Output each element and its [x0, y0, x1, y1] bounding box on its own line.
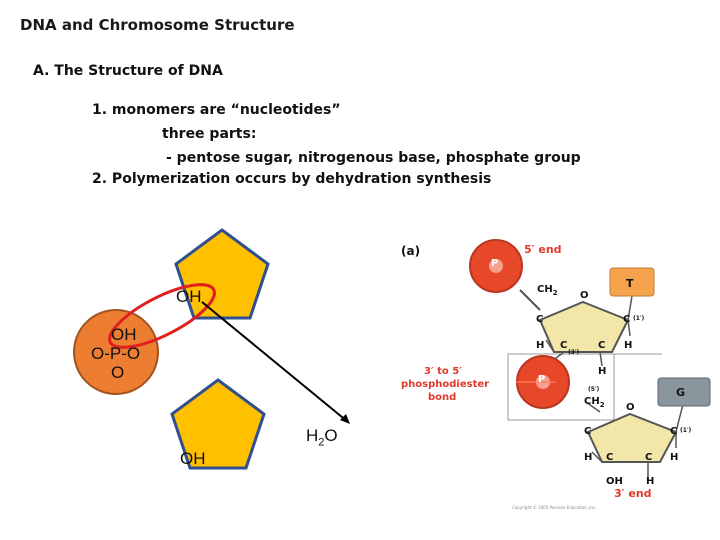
- atom-p-top: P: [491, 258, 499, 269]
- phosphate-circle: [73, 309, 159, 395]
- copyright-text: Copyright © 2005 Pearson Education, Inc.: [512, 505, 597, 510]
- label-phosphate-opo: O-P-O: [91, 344, 141, 363]
- point-three-parts: three parts:: [162, 126, 257, 142]
- atom-oh-bottom: OH: [606, 476, 623, 487]
- bond-label-line3: bond: [428, 392, 457, 403]
- atom-h-bottom1: H: [584, 452, 593, 463]
- atom-c3-top: C: [560, 340, 568, 351]
- atom-c3-top-num: (3′): [568, 349, 580, 356]
- atom-h-top2: H: [624, 340, 633, 351]
- atom-ch2-bottom-sub: 2: [599, 401, 605, 409]
- reaction-arrowhead: [340, 414, 350, 424]
- atom-c-top2: C: [598, 340, 606, 351]
- atom-c-bottom2: C: [606, 452, 614, 463]
- base-t-label: T: [626, 277, 634, 290]
- atom-ch2-bottom: CH2: [584, 396, 605, 409]
- atom-c-bottom-left: C: [584, 426, 592, 437]
- label-phosphate-oh: OH: [111, 325, 137, 344]
- sugar-ring-top: [538, 300, 630, 353]
- point-polymerization: 2. Polymerization occurs by dehydration …: [92, 171, 492, 187]
- atom-ch2-bottom-text: CH: [584, 396, 600, 407]
- water-o: O: [324, 426, 338, 445]
- reaction-arrow: [201, 301, 349, 423]
- point-components: - pentose sugar, nitrogenous base, phosp…: [166, 150, 581, 166]
- label-oh-bottom: OH: [180, 449, 206, 468]
- sugar-pentagon-bottom: [170, 378, 266, 470]
- atom-c5-num: (5′): [588, 386, 600, 393]
- atom-c1-bottom: C: [670, 426, 678, 437]
- water-h: H: [306, 426, 319, 445]
- panel-label: (a): [401, 244, 421, 258]
- atom-c-bottom3: C: [645, 452, 653, 463]
- atom-p-middle: P: [538, 374, 546, 385]
- bond-label-line2: phosphodiester: [401, 379, 490, 390]
- base-g: [657, 377, 711, 407]
- base-t: [609, 267, 655, 297]
- atom-o-ring-bottom: O: [626, 402, 635, 413]
- atom-c1-bottom-num: (1′): [680, 427, 692, 434]
- water-sub: 2: [318, 436, 325, 449]
- atom-ch2-top-sub: 2: [552, 289, 558, 297]
- label-three-end: 3′ end: [614, 487, 652, 500]
- section-heading: A. The Structure of DNA: [33, 63, 223, 79]
- label-water: H2O: [306, 426, 338, 448]
- sugar-ring-bottom: [586, 412, 678, 463]
- atom-ch2-top: CH2: [537, 284, 558, 297]
- atom-h-bottom3: H: [646, 476, 655, 487]
- atom-o-ring-top: O: [580, 290, 589, 301]
- atom-c1-top-num: (1′): [633, 315, 645, 322]
- atom-ch2-top-text: CH: [537, 284, 553, 295]
- highlight-ellipse: [108, 283, 216, 349]
- atom-c-top-left: C: [536, 314, 544, 325]
- point-monomers: 1. monomers are “nucleotides”: [92, 102, 341, 118]
- label-phosphate-o: O: [111, 363, 125, 382]
- atom-c1-top: C: [623, 314, 631, 325]
- atom-h-bottom2: H: [670, 452, 679, 463]
- base-g-label: G: [676, 386, 686, 399]
- atom-h-top1: H: [536, 340, 545, 351]
- bond-label-line1: 3′ to 5′: [424, 366, 462, 377]
- slide-title: DNA and Chromosome Structure: [20, 16, 295, 34]
- atom-h-top3: H: [598, 366, 607, 377]
- label-five-end: 5′ end: [524, 243, 562, 256]
- label-oh-top: OH: [176, 287, 202, 306]
